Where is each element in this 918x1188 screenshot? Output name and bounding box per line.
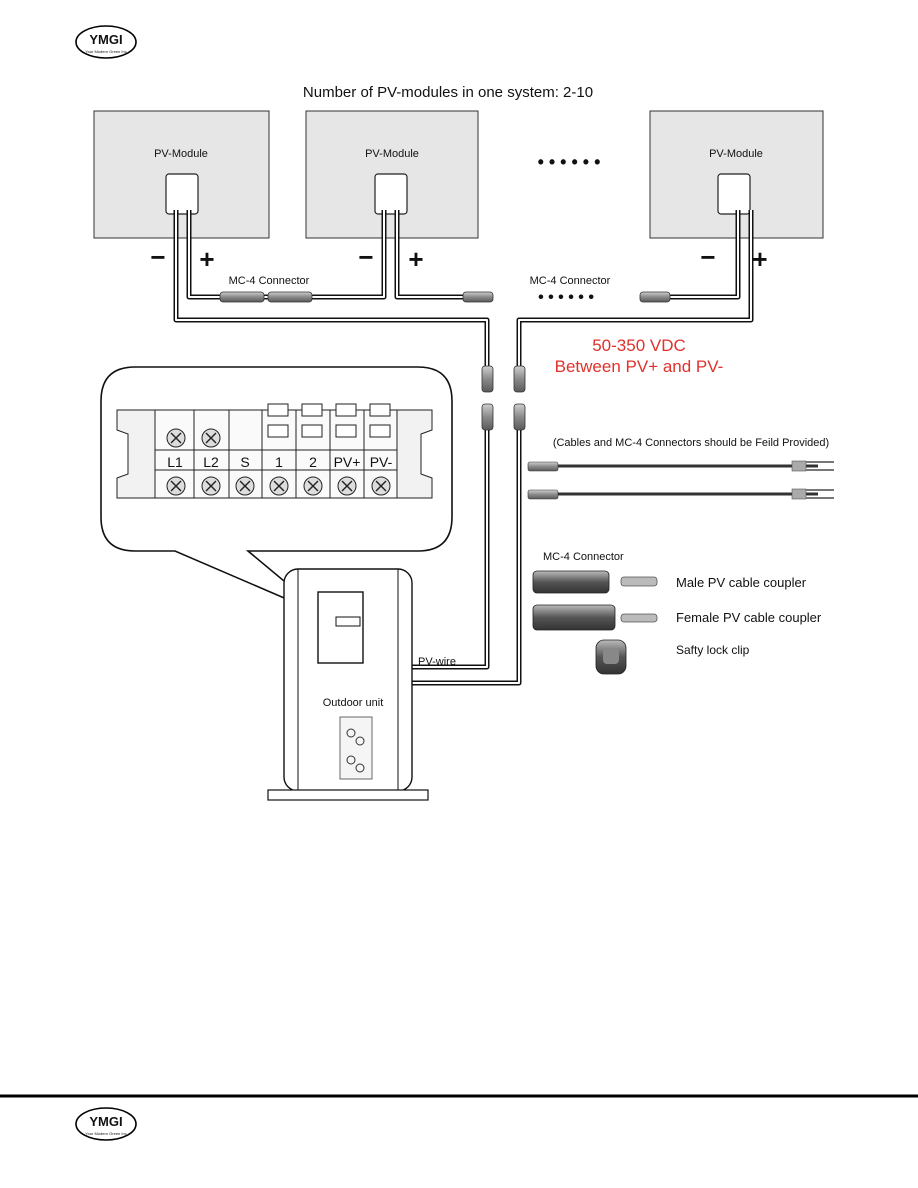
minus-sign: − bbox=[358, 242, 373, 272]
ellipsis-more-connectors: • • • • • • bbox=[538, 289, 594, 306]
pv-module-label: PV-Module bbox=[709, 148, 763, 160]
male-coupler-icon bbox=[532, 570, 658, 594]
minus-sign: − bbox=[150, 242, 165, 272]
female-coupler-icon bbox=[532, 604, 658, 631]
junction-box bbox=[165, 173, 199, 215]
plus-sign: + bbox=[408, 244, 423, 274]
diagram-title: Number of PV-modules in one system: 2-10 bbox=[303, 84, 593, 101]
terminal-label: PV- bbox=[370, 454, 393, 470]
plus-sign: + bbox=[752, 244, 767, 274]
pv-wire-label: PV-wire bbox=[418, 656, 456, 668]
lock-clip-icon bbox=[595, 639, 627, 675]
outdoor-unit-label: Outdoor unit bbox=[323, 697, 384, 709]
voltage-range: 50-350 VDC bbox=[592, 336, 686, 355]
pv-module-label: PV-Module bbox=[154, 148, 208, 160]
terminal-label: 2 bbox=[309, 454, 317, 470]
voltage-note: Between PV+ and PV- bbox=[555, 357, 724, 376]
header-logo: YMGI Your Modern Green Inc bbox=[75, 25, 137, 59]
terminal-block: L1 L2 S 1 2 PV+ PV- bbox=[116, 403, 433, 499]
terminal-label: L2 bbox=[203, 454, 219, 470]
header-logo-subtext: Your Modern Green Inc bbox=[85, 49, 126, 54]
mc4-legend-title: MC-4 Connector bbox=[543, 551, 624, 563]
footer-logo: YMGI Your Modern Green Inc bbox=[75, 1107, 137, 1141]
field-cable-1 bbox=[527, 460, 834, 472]
minus-sign: − bbox=[700, 242, 715, 272]
footer-logo-subtext: Your Modern Green Inc bbox=[85, 1131, 126, 1136]
mc4-connector-pair-2 bbox=[462, 291, 671, 303]
mc4-connector-label: MC-4 Connector bbox=[229, 275, 310, 287]
field-cable-2 bbox=[527, 488, 834, 500]
outdoor-unit: Outdoor unit bbox=[267, 568, 429, 801]
mc4-connector-pair-1 bbox=[219, 291, 313, 303]
terminal-label: 1 bbox=[275, 454, 283, 470]
header-logo-text: YMGI bbox=[89, 32, 122, 47]
junction-box bbox=[717, 173, 751, 215]
mc4-connector-vertical bbox=[481, 365, 526, 431]
terminal-label: PV+ bbox=[334, 454, 361, 470]
pv-module-2: PV-Module − + bbox=[305, 110, 479, 274]
footer-logo-text: YMGI bbox=[89, 1114, 122, 1129]
ellipsis-more-modules: • • • • • • bbox=[538, 152, 601, 172]
mc4-connector-label: MC-4 Connector bbox=[530, 275, 611, 287]
terminal-label: S bbox=[240, 454, 249, 470]
legend-clip-label: Safty lock clip bbox=[676, 643, 750, 657]
legend-female-label: Female PV cable coupler bbox=[676, 610, 822, 625]
cables-note: (Cables and MC-4 Connectors should be Fe… bbox=[553, 437, 829, 449]
terminal-label: L1 bbox=[167, 454, 183, 470]
legend-male-label: Male PV cable coupler bbox=[676, 575, 807, 590]
pv-module-1: PV-Module − + bbox=[93, 110, 270, 274]
junction-box bbox=[374, 173, 408, 215]
pv-module-label: PV-Module bbox=[365, 148, 419, 160]
plus-sign: + bbox=[199, 244, 214, 274]
